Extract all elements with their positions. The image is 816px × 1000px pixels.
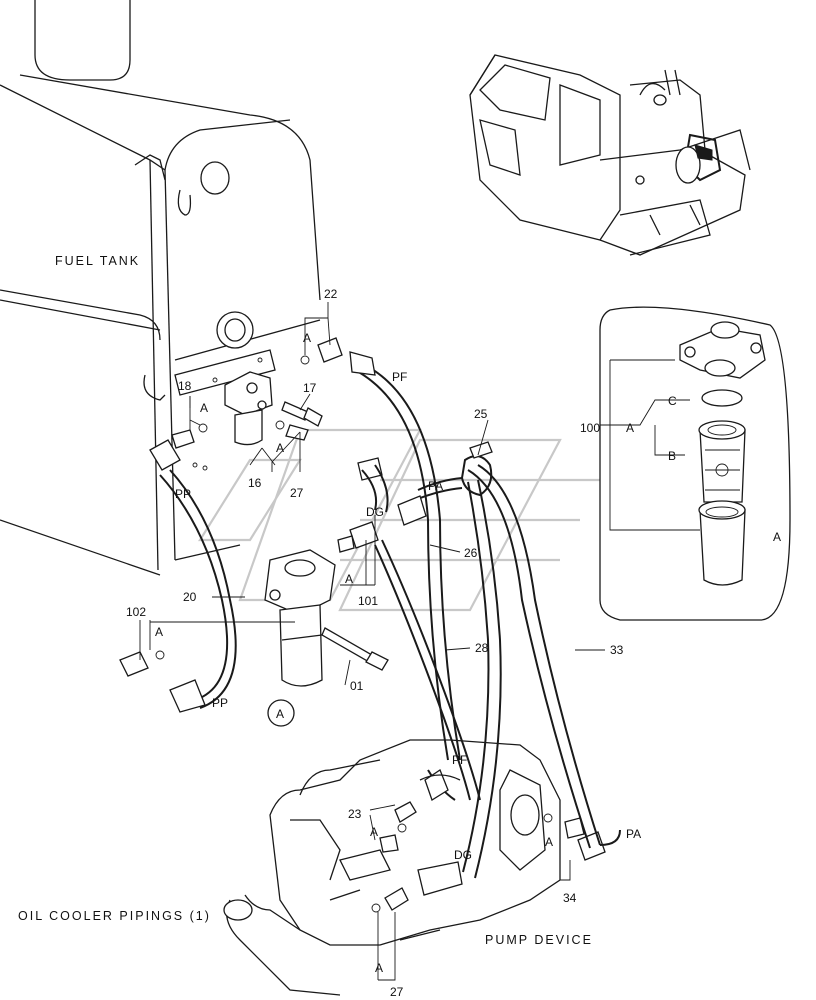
part-number-16: 16 [248, 476, 262, 490]
callout-a-100: A [626, 421, 634, 435]
piping-components [119, 337, 606, 913]
captions: FUEL TANK OIL COOLER PIPINGS (1) PUMP DE… [18, 254, 593, 947]
leader-lines [139, 302, 605, 981]
pump-device-caption: PUMP DEVICE [485, 933, 593, 947]
callout-c-100: C [668, 394, 677, 408]
callout-letters: A A A A A A A A A A B C A [155, 331, 781, 975]
port-label-pf-lower: PF [452, 753, 467, 767]
filter-element-part [698, 420, 746, 503]
callout-b-100: B [668, 449, 676, 463]
part-number-100: 100 [580, 421, 600, 435]
part-number-23: 23 [348, 807, 362, 821]
watermark-logo [198, 428, 600, 612]
o-ring-part [701, 389, 743, 407]
part-number-102: 102 [126, 605, 146, 619]
diagram-title: OIL COOLER PIPINGS (1) [18, 909, 211, 923]
hoses [149, 351, 621, 896]
filter-case-part [698, 500, 746, 586]
fuel-tank-caption: FUEL TANK [55, 254, 140, 268]
port-label-dg-lower: DG [454, 848, 472, 862]
part-number-33: 33 [610, 643, 624, 657]
port-label-pp-upper: PP [175, 487, 191, 501]
part-number-22: 22 [324, 287, 338, 301]
part-number-17: 17 [303, 381, 317, 395]
port-label-pp-lower: PP [212, 696, 228, 710]
port-labels: PF PF PP PP PA PA DG DG [175, 370, 641, 862]
pump-device-drawing [223, 739, 561, 996]
part-number-01: 01 [350, 679, 364, 693]
callout-a-22: A [303, 331, 311, 345]
callout-circle-a-letter: A [276, 707, 284, 721]
filter-parts-inset [599, 306, 791, 621]
part-number-27-upper: 27 [290, 486, 304, 500]
part-number-34: 34 [563, 891, 577, 905]
callout-a-23: A [370, 825, 378, 839]
callout-circle-a [267, 699, 295, 727]
part-number-101: 101 [358, 594, 378, 608]
callout-a-101: A [345, 572, 353, 586]
excavator-locator-drawing [469, 54, 751, 256]
fuel-tank-drawing [0, 0, 321, 576]
port-label-pa-right: PA [626, 827, 641, 841]
port-label-pa-middle: PA [428, 479, 443, 493]
callout-a-102: A [155, 625, 163, 639]
callout-a-34: A [545, 835, 553, 849]
part-number-28: 28 [475, 641, 489, 655]
part-number-18: 18 [178, 379, 192, 393]
part-number-20: 20 [183, 590, 197, 604]
part-number-25: 25 [474, 407, 488, 421]
callout-a-27-lower: A [375, 961, 383, 975]
callout-a-inset: A [773, 530, 781, 544]
port-label-pf-upper: PF [392, 370, 407, 384]
callout-a-18: A [200, 401, 208, 415]
part-number-27-lower: 27 [390, 985, 404, 999]
port-label-dg-middle: DG [366, 505, 384, 519]
filter-head-part [679, 321, 766, 379]
part-number-labels: 01 16 17 18 20 22 23 25 26 27 27 28 33 3… [126, 287, 624, 999]
callout-a-27: A [276, 441, 284, 455]
part-number-26: 26 [464, 546, 478, 560]
